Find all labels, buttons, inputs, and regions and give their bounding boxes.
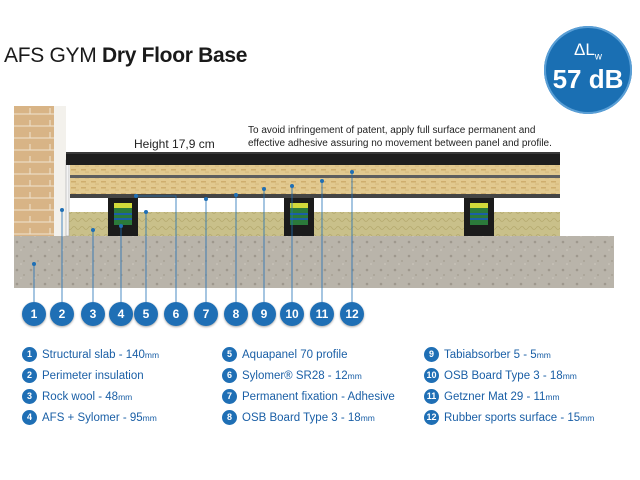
height-label: Height 17,9 cm	[134, 137, 215, 151]
perimeter-insulation	[65, 159, 70, 237]
marker-12: 12	[340, 302, 364, 326]
osb-board-upper	[70, 165, 560, 175]
rubber-sports-surface	[66, 152, 560, 165]
sound-rating-badge: ΔLw 57 dB	[544, 26, 632, 114]
title-bold: Dry Floor Base	[101, 44, 248, 67]
badge-label: ΔLw	[573, 40, 603, 63]
tabiabsorber	[70, 175, 560, 178]
marker-8: 8	[224, 302, 248, 326]
afs-supports	[108, 196, 494, 236]
wall-plaster	[54, 106, 66, 236]
marker-10: 10	[280, 302, 304, 326]
marker-1: 1	[22, 302, 46, 326]
marker-7: 7	[194, 302, 218, 326]
osb-board-lower	[70, 178, 560, 194]
leader-lines	[33, 172, 353, 302]
marker-6: 6	[164, 302, 188, 326]
badge-value: 57 dB	[552, 64, 624, 94]
page-title: AFS GYM Dry Floor Base	[4, 44, 247, 68]
marker-11: 11	[310, 302, 334, 326]
floor-section-diagram	[14, 106, 614, 302]
marker-3: 3	[81, 302, 105, 326]
marker-4: 4	[109, 302, 133, 326]
patent-note: To avoid infringement of patent, apply f…	[248, 125, 552, 149]
marker-2: 2	[50, 302, 74, 326]
structural-slab	[14, 236, 614, 288]
aquapanel-profile	[70, 194, 560, 198]
marker-5: 5	[134, 302, 158, 326]
leader-dots	[32, 170, 354, 266]
layer-markers: 1 2 3 4 5 6 7 8 9 10 11 12	[0, 302, 640, 332]
marker-9: 9	[252, 302, 276, 326]
wall	[14, 106, 54, 236]
title-regular: AFS GYM	[4, 44, 97, 67]
